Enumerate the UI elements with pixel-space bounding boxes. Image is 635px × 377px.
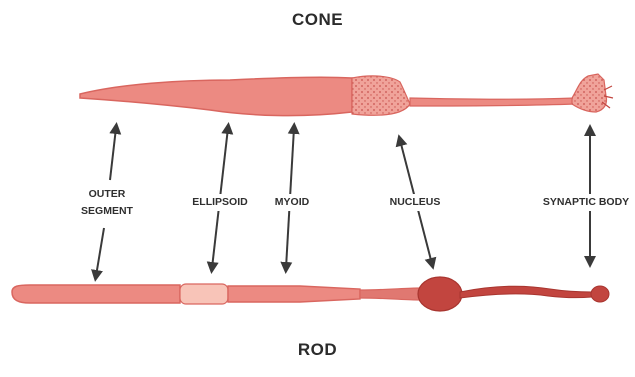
rod-axon bbox=[460, 286, 592, 298]
arrow-outer-segment-down bbox=[96, 228, 104, 276]
rod-title: ROD bbox=[0, 340, 635, 360]
nucleus-label: NUCLEUS bbox=[380, 194, 450, 211]
rod-nucleus bbox=[418, 277, 462, 311]
outer-segment-label-line1: OUTER bbox=[72, 186, 142, 203]
rod-outer-segment bbox=[12, 285, 180, 303]
ellipsoid-label: ELLIPSOID bbox=[180, 194, 260, 211]
synaptic-body-label: SYNAPTIC BODY bbox=[538, 194, 634, 211]
arrows bbox=[96, 128, 590, 276]
cone-outer-segment-ellipsoid bbox=[80, 77, 352, 115]
cone-axon bbox=[410, 98, 575, 106]
cone-cell bbox=[80, 74, 613, 116]
myoid-label: MYOID bbox=[264, 194, 320, 211]
rod-myoid bbox=[228, 286, 360, 302]
rod-ellipsoid bbox=[180, 284, 228, 304]
rod-spherule bbox=[591, 286, 609, 302]
arrow-outer-segment-up bbox=[110, 128, 116, 180]
rod-cell bbox=[12, 277, 609, 311]
rod-neck bbox=[360, 288, 420, 300]
outer-segment-label-line2: SEGMENT bbox=[72, 203, 142, 220]
outer-segment-label: OUTER SEGMENT bbox=[72, 186, 142, 220]
cone-title: CONE bbox=[0, 10, 635, 30]
